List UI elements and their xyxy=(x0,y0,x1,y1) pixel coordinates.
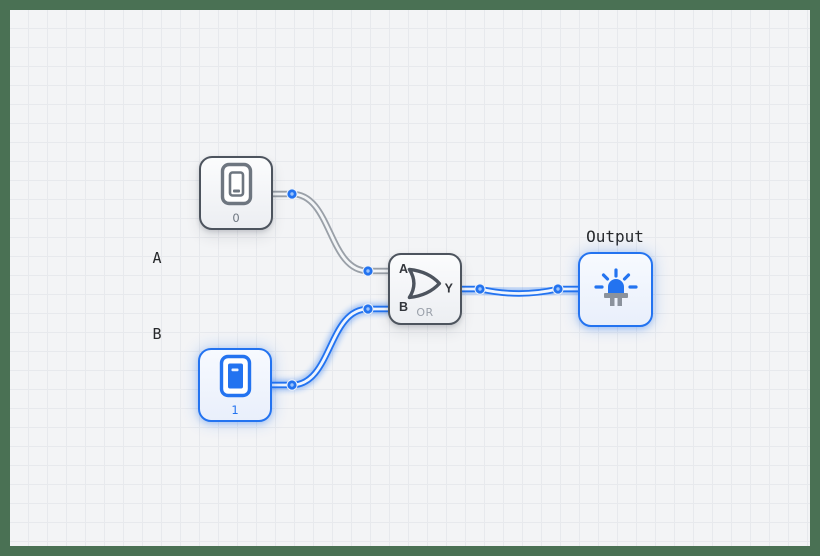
connection-dot[interactable] xyxy=(362,303,374,315)
connection-dot[interactable] xyxy=(286,379,298,391)
connection-dot[interactable] xyxy=(552,283,564,295)
or-gate-symbol-icon xyxy=(403,263,443,307)
gate-pin-b-label: B xyxy=(399,300,409,314)
connection-dot[interactable] xyxy=(362,265,374,277)
row-label-b: B xyxy=(152,325,162,343)
toggle-switch-a[interactable]: 0 xyxy=(199,156,273,230)
toggle-switch-b[interactable]: 1 xyxy=(198,348,272,422)
gate-name-label: OR xyxy=(416,306,434,319)
wire-switch-a-to-gate[interactable] xyxy=(268,190,392,275)
or-gate[interactable]: A B Y OR xyxy=(388,253,462,325)
wire-switch-b-to-gate[interactable] xyxy=(266,303,394,391)
row-label-a: A xyxy=(152,249,162,267)
led-lit-icon xyxy=(593,266,639,314)
circuit-canvas[interactable]: A B 0 1 A B Y xyxy=(10,10,810,546)
wire-gate-to-led[interactable] xyxy=(456,283,584,299)
gate-pin-a-label: A xyxy=(399,262,409,276)
switch-value: 1 xyxy=(231,403,239,417)
connection-dot[interactable] xyxy=(474,283,486,295)
connection-dot[interactable] xyxy=(286,188,298,200)
switch-value: 0 xyxy=(232,211,240,225)
led-output[interactable] xyxy=(578,252,653,327)
toggle-switch-off-icon xyxy=(220,162,253,210)
toggle-switch-on-icon xyxy=(219,354,252,402)
gate-pin-y-label: Y xyxy=(444,281,453,296)
led-title: Output xyxy=(586,227,644,246)
